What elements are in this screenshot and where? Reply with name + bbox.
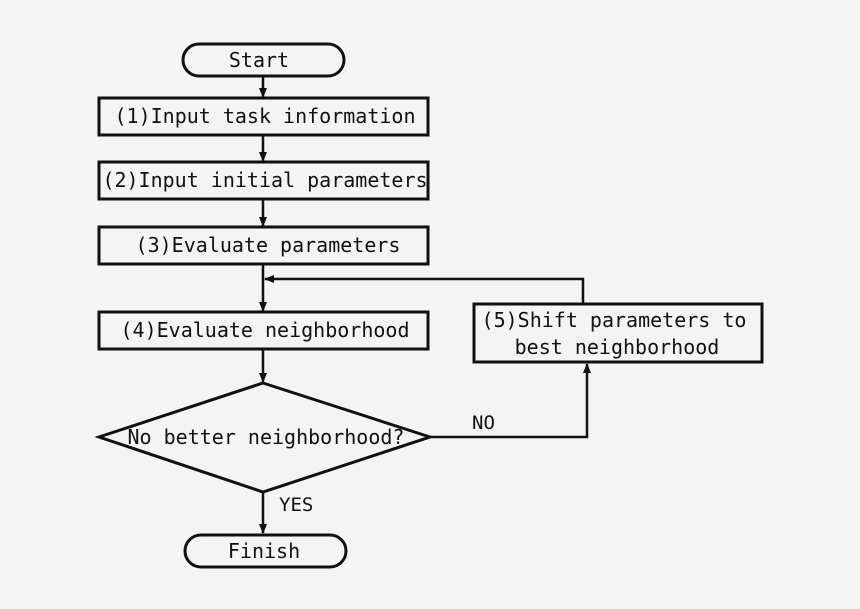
- step1-label: (1)Input task information: [114, 104, 415, 128]
- edge-label-yes: YES: [279, 494, 313, 516]
- step4-box: [97, 310, 430, 351]
- step2-label: (2)Input initial parameters: [102, 168, 427, 192]
- step1-box: [97, 96, 430, 137]
- edge-label-no: NO: [472, 412, 495, 434]
- start-terminal: [181, 42, 346, 78]
- decision-label: No better neighborhood?: [128, 425, 405, 449]
- step5-box: [472, 302, 764, 364]
- step4-label: (4)Evaluate neighborhood: [121, 318, 410, 342]
- edge-step5-loop-back: [264, 275, 585, 304]
- step2-box: [97, 160, 430, 201]
- step3-label: (3)Evaluate parameters: [136, 233, 401, 257]
- finish-terminal: [183, 533, 348, 569]
- step5-label-line1: (5)Shift parameters to: [482, 308, 747, 332]
- step3-box: [97, 225, 430, 266]
- start-label: Start: [229, 48, 289, 72]
- step5-label-line2: best neighborhood: [515, 335, 720, 359]
- edges: [259, 76, 591, 534]
- finish-label: Finish: [228, 539, 300, 563]
- edge-decision-no-to-step5: [430, 363, 591, 439]
- decision-diamond: [94, 381, 435, 494]
